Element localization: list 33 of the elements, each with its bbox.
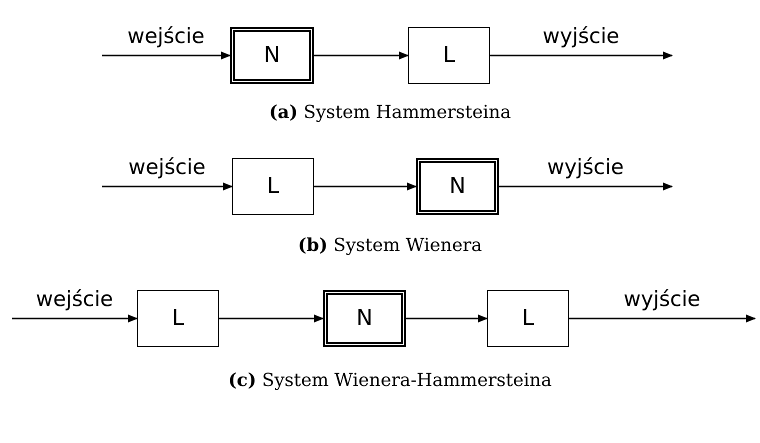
arrow — [219, 314, 324, 322]
arrow — [314, 52, 409, 60]
arrow — [314, 182, 417, 190]
nonlinear-block — [323, 290, 406, 347]
linear-block — [232, 158, 314, 215]
arrow — [569, 314, 756, 322]
linear-block — [137, 290, 219, 347]
linear-block — [487, 290, 569, 347]
edge-label: wyjście — [542, 26, 620, 46]
arrow — [12, 314, 138, 322]
arrow — [499, 182, 673, 190]
edge-label: wejście — [127, 26, 205, 46]
block-label: L — [172, 306, 184, 331]
block-label: L — [522, 306, 534, 331]
block-label: N — [449, 174, 466, 199]
nonlinear-block — [416, 158, 499, 215]
arrow — [102, 182, 233, 190]
block-label: N — [264, 43, 280, 68]
edge-label: wyjście — [624, 288, 700, 310]
caption: (c) System Wienera-Hammersteina — [228, 370, 552, 391]
edge-label: wejście — [128, 156, 206, 178]
arrow — [102, 52, 231, 60]
linear-block — [408, 27, 490, 84]
arrow — [490, 52, 673, 60]
caption: (a) System Hammersteina — [269, 102, 511, 123]
block-label: L — [266, 174, 280, 199]
edge-label: wejście — [36, 288, 114, 310]
block-label: N — [356, 306, 373, 331]
caption: (b) System Wienera — [298, 235, 482, 256]
block-label: L — [442, 43, 456, 68]
arrow — [406, 314, 488, 322]
edge-label: wyjście — [547, 156, 624, 178]
nonlinear-block — [230, 27, 314, 84]
